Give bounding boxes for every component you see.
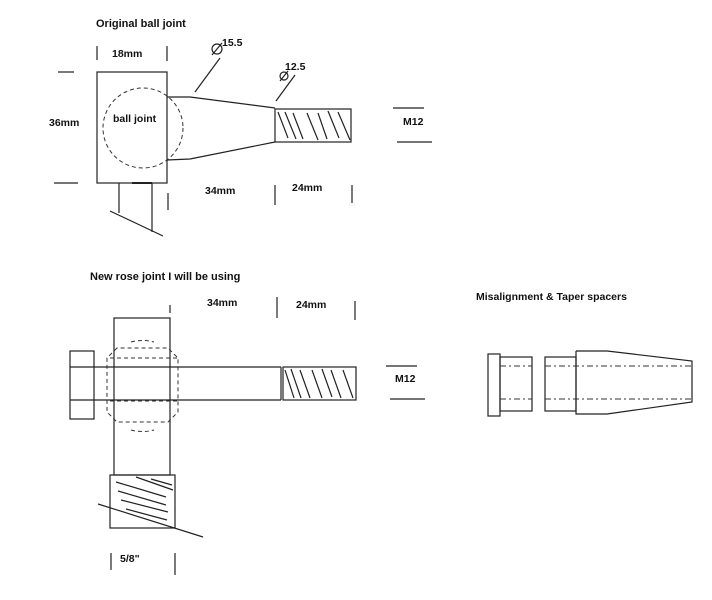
taper-spacer — [544, 350, 693, 415]
taper-bottom — [166, 141, 276, 161]
leader-line — [194, 57, 221, 93]
thread-size: M12 — [395, 373, 416, 385]
stem — [109, 182, 164, 237]
ball-outline — [102, 87, 184, 169]
spacers-title: Misalignment & Taper spacers — [476, 291, 627, 303]
taper-top — [167, 96, 276, 109]
thread-length: 24mm — [292, 182, 322, 194]
height-label: 36mm — [49, 117, 79, 129]
thread-section — [282, 366, 357, 401]
rose-title: New rose joint I will be using — [90, 271, 240, 283]
stud-hatching — [115, 476, 174, 521]
misalignment-spacer — [487, 353, 533, 417]
stud — [109, 474, 176, 529]
width-label: 18mm — [112, 48, 142, 60]
leader-line — [275, 74, 296, 102]
taper-dia-1: 15.5 — [222, 37, 243, 49]
spacers: Misalignment & Taper spacers — [476, 291, 693, 417]
thread-hatching — [284, 368, 354, 399]
thread-section — [274, 108, 352, 143]
rose-body — [113, 317, 171, 476]
taper-length: 34mm — [205, 185, 235, 197]
diameter-symbol-icon — [279, 70, 289, 82]
rose-joint: New rose joint I will be using 34mm 24mm — [69, 271, 425, 575]
mount-line — [97, 503, 204, 538]
original-ball-joint: Original ball joint 18mm 36mm ball joint… — [49, 18, 432, 237]
original-title: Original ball joint — [96, 18, 186, 30]
thread-size: M12 — [403, 116, 424, 128]
stud-size: 5/8" — [120, 553, 140, 565]
bolt-head — [69, 350, 95, 420]
ball-label: ball joint — [113, 113, 157, 125]
ball-outline — [106, 340, 179, 432]
diameter-symbol-icon — [211, 42, 223, 56]
taper-dia-2: 12.5 — [285, 61, 306, 73]
thread-length: 24mm — [296, 299, 326, 311]
thread-hatching — [277, 110, 351, 141]
shaft-length: 34mm — [207, 297, 237, 309]
